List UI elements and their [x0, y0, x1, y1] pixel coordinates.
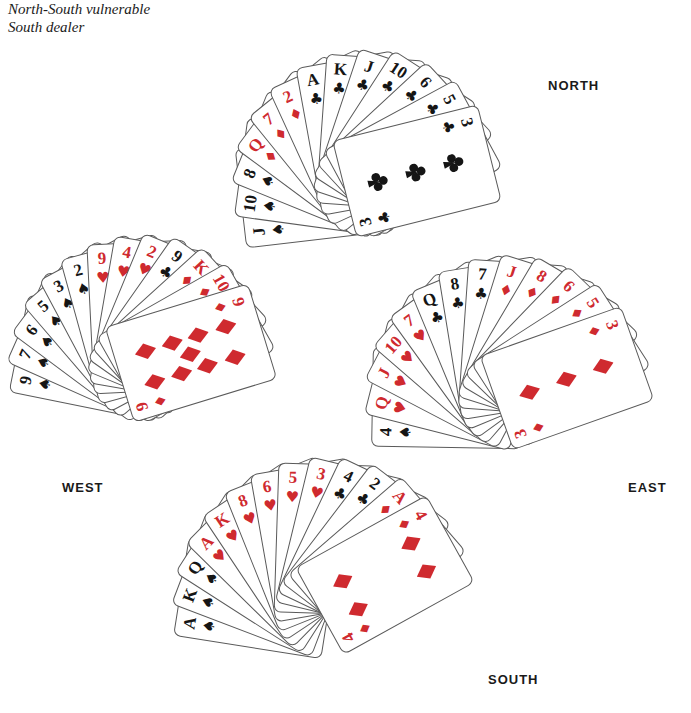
diamond-pip — [132, 339, 158, 363]
diamond-pip — [553, 367, 580, 391]
diamond-pip — [329, 568, 357, 594]
seat-name: SOUTH — [488, 672, 539, 688]
club-pip — [442, 152, 468, 175]
seat-name: WEST — [62, 480, 104, 496]
diamond-pip — [222, 346, 248, 370]
diamond-pip — [517, 380, 544, 404]
diamond-pip — [185, 323, 211, 347]
seat-name: EAST — [628, 480, 667, 496]
card-rank: 8 — [441, 272, 468, 296]
club-pip — [366, 171, 392, 194]
diamond-pip — [195, 354, 221, 378]
diamond-pip — [212, 315, 238, 339]
diamond-pip — [177, 343, 203, 367]
card-rank: 4 — [376, 420, 396, 444]
diamond-pip — [590, 354, 617, 378]
club-pip — [404, 161, 430, 184]
diamond-pip — [169, 362, 195, 386]
diamond-pip — [141, 370, 167, 394]
deal-note: North-South vulnerable — [8, 0, 150, 18]
card-rank: J — [248, 219, 271, 245]
deal-note: South dealer — [8, 18, 84, 36]
diamond-pip — [159, 331, 185, 355]
diamond-pip — [413, 558, 441, 584]
seat-name: NORTH — [548, 78, 599, 94]
card-rank: 10 — [240, 190, 263, 216]
card-rank: A — [299, 68, 326, 92]
card-suit: ♣ — [373, 204, 396, 232]
card-suit: ♣ — [437, 114, 460, 142]
card-rank: 5 — [281, 468, 306, 489]
